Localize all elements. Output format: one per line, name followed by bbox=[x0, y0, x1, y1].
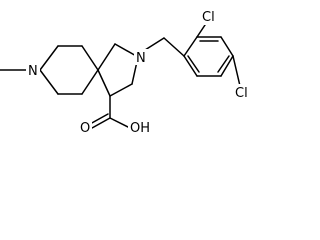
bond-pip-c-spiro bbox=[81, 45, 99, 71]
bond-pip-cbot-n bbox=[39, 69, 59, 95]
atom-oh: OH bbox=[130, 121, 150, 136]
bond-pip-n-ctop bbox=[39, 45, 59, 71]
atom-o-carbonyl: O bbox=[80, 121, 90, 136]
bond-ch2-aryl bbox=[163, 37, 185, 57]
chemical-structure: N N Cl Cl OH O bbox=[0, 9, 254, 136]
bond-ar-c4-c5 bbox=[220, 55, 234, 77]
bond-pyr-cbot-spiro bbox=[97, 69, 111, 97]
bond-acid-co-1 bbox=[91, 117, 111, 129]
atom-cl-right: Cl bbox=[235, 86, 248, 101]
bond-n-ch2 bbox=[144, 37, 165, 51]
atom-bg-carbonyl bbox=[78, 119, 92, 135]
atom-n-methyl: N bbox=[28, 64, 38, 79]
bond-acid-co-2 bbox=[89, 113, 109, 125]
bond-ar-inner-2 bbox=[217, 55, 230, 73]
bond-cl-right bbox=[232, 55, 241, 87]
bond-acid-oh bbox=[109, 117, 131, 129]
atom-bg-cl-top bbox=[201, 9, 221, 25]
atom-bg-cl-right bbox=[234, 84, 254, 100]
bond-ar-c3-c4 bbox=[220, 36, 234, 57]
bond-pyr-c-cbot bbox=[109, 83, 133, 97]
bond-pip-spiro-c bbox=[81, 69, 99, 95]
atom-bg-ring-n bbox=[134, 49, 148, 65]
bond-pyr-spiro-ctop bbox=[97, 43, 116, 71]
bond-ar-inner-3 bbox=[187, 55, 200, 73]
atom-cl-top: Cl bbox=[202, 10, 215, 25]
atom-bg-methyl-n bbox=[26, 62, 40, 78]
bond-ar-c1-c2 bbox=[183, 36, 198, 57]
atom-n-ring: N bbox=[136, 51, 146, 66]
bond-ar-c6-c1 bbox=[183, 55, 198, 77]
atom-bg-acid bbox=[128, 119, 150, 135]
